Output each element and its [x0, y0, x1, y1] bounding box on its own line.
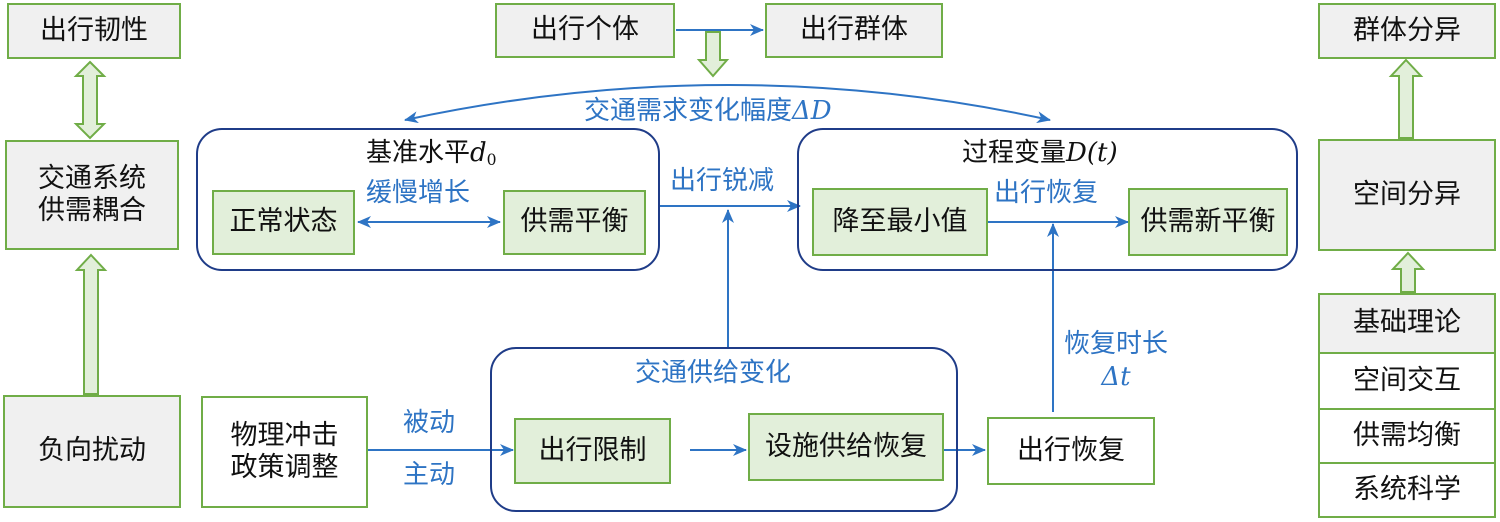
- negative-disturbance-label: 负向扰动: [38, 435, 146, 467]
- theory-item-label: 空间交互: [1353, 364, 1461, 396]
- demand-change-text: 交通需求变化幅度: [584, 96, 793, 126]
- left-double-block-arrow: [73, 60, 107, 140]
- demand-change-label: 交通需求变化幅度ΔD: [584, 98, 832, 124]
- drop-to-minimum-label: 降至最小值: [832, 205, 968, 237]
- shock-label-line2: 政策调整: [230, 452, 339, 483]
- coupling-label-line1: 交通系统: [38, 162, 146, 194]
- travel-recovery-box: 出行恢复: [987, 417, 1155, 485]
- process-variable-title: 过程变量D(t): [962, 140, 1118, 166]
- spatial-differentiation-box: 空间分异: [1318, 139, 1496, 251]
- slow-growth-label: 缓慢增长: [366, 178, 471, 208]
- baseline-title-text: 基准水平: [366, 138, 471, 168]
- new-balance-label: 供需新平衡: [1140, 205, 1276, 237]
- coupling-label-line2: 供需耦合: [38, 195, 146, 226]
- travel-individual-box: 出行个体: [495, 3, 675, 58]
- process-symbol: D(t): [1066, 138, 1118, 168]
- travel-recovery-arrow-label: 出行恢复: [994, 178, 1099, 208]
- group-differentiation-label: 群体分异: [1353, 14, 1461, 46]
- top-down-block-arrow: [696, 31, 730, 78]
- shock-label-line1: 物理冲击: [230, 419, 339, 451]
- theory-item-spatial-interaction: 空间交互: [1318, 352, 1496, 410]
- process-title-text: 过程变量: [962, 138, 1067, 168]
- theory-item-label: 供需均衡: [1353, 419, 1461, 451]
- theory-item-label: 系统科学: [1353, 473, 1461, 505]
- passive-label: 被动: [403, 408, 456, 438]
- basic-theory-header: 基础理论: [1318, 293, 1496, 354]
- normal-state-label: 正常状态: [229, 206, 338, 238]
- travel-group-box: 出行群体: [765, 3, 943, 58]
- process-variable-group: [797, 128, 1298, 271]
- left-up-block-arrow: [74, 253, 108, 395]
- baseline-level-title: 基准水平d0: [366, 140, 497, 168]
- right-up-block-arrow-top: [1388, 58, 1424, 139]
- travel-resilience-label: 出行韧性: [40, 14, 148, 46]
- recovery-duration-label: 恢复时长 Δt: [1064, 328, 1168, 393]
- supply-change-title: 交通供给变化: [635, 358, 792, 388]
- travel-recovery-label: 出行恢复: [1017, 434, 1125, 466]
- facility-supply-recovery-box: 设施供给恢复: [748, 413, 944, 481]
- baseline-subscript: 0: [486, 150, 497, 169]
- sharp-drop-label: 出行锐减: [670, 166, 775, 196]
- supply-demand-coupling-box: 交通系统 供需耦合: [5, 140, 179, 250]
- new-balance-box: 供需新平衡: [1128, 188, 1288, 256]
- spatial-differentiation-label: 空间分异: [1353, 178, 1461, 210]
- supply-demand-balance-label: 供需平衡: [520, 206, 629, 238]
- demand-change-symbol: ΔD: [792, 96, 832, 126]
- travel-resilience-box: 出行韧性: [7, 3, 181, 59]
- recovery-duration-text: 恢复时长: [1064, 329, 1169, 359]
- active-label: 主动: [403, 460, 456, 490]
- travel-individual-label: 出行个体: [531, 14, 639, 46]
- basic-theory-label: 基础理论: [1353, 307, 1461, 339]
- theory-item-supply-demand-equilibrium: 供需均衡: [1318, 408, 1496, 464]
- supply-change-group: [490, 347, 958, 512]
- facility-supply-recovery-label: 设施供给恢复: [765, 430, 927, 462]
- supply-demand-balance-box: 供需平衡: [503, 190, 646, 255]
- travel-group-label: 出行群体: [800, 14, 908, 46]
- baseline-level-group: [196, 128, 660, 271]
- normal-state-box: 正常状态: [212, 190, 355, 255]
- shock-policy-box: 物理冲击 政策调整: [201, 396, 368, 508]
- group-differentiation-box: 群体分异: [1318, 3, 1496, 59]
- baseline-symbol: d: [470, 138, 487, 168]
- recovery-duration-symbol: Δt: [1101, 361, 1131, 392]
- travel-restriction-label: 出行限制: [538, 434, 647, 466]
- travel-restriction-box: 出行限制: [514, 418, 671, 484]
- negative-disturbance-box: 负向扰动: [3, 395, 181, 508]
- drop-to-minimum-box: 降至最小值: [812, 188, 988, 256]
- right-up-block-arrow-bottom: [1390, 251, 1426, 293]
- theory-item-systems-science: 系统科学: [1318, 462, 1496, 518]
